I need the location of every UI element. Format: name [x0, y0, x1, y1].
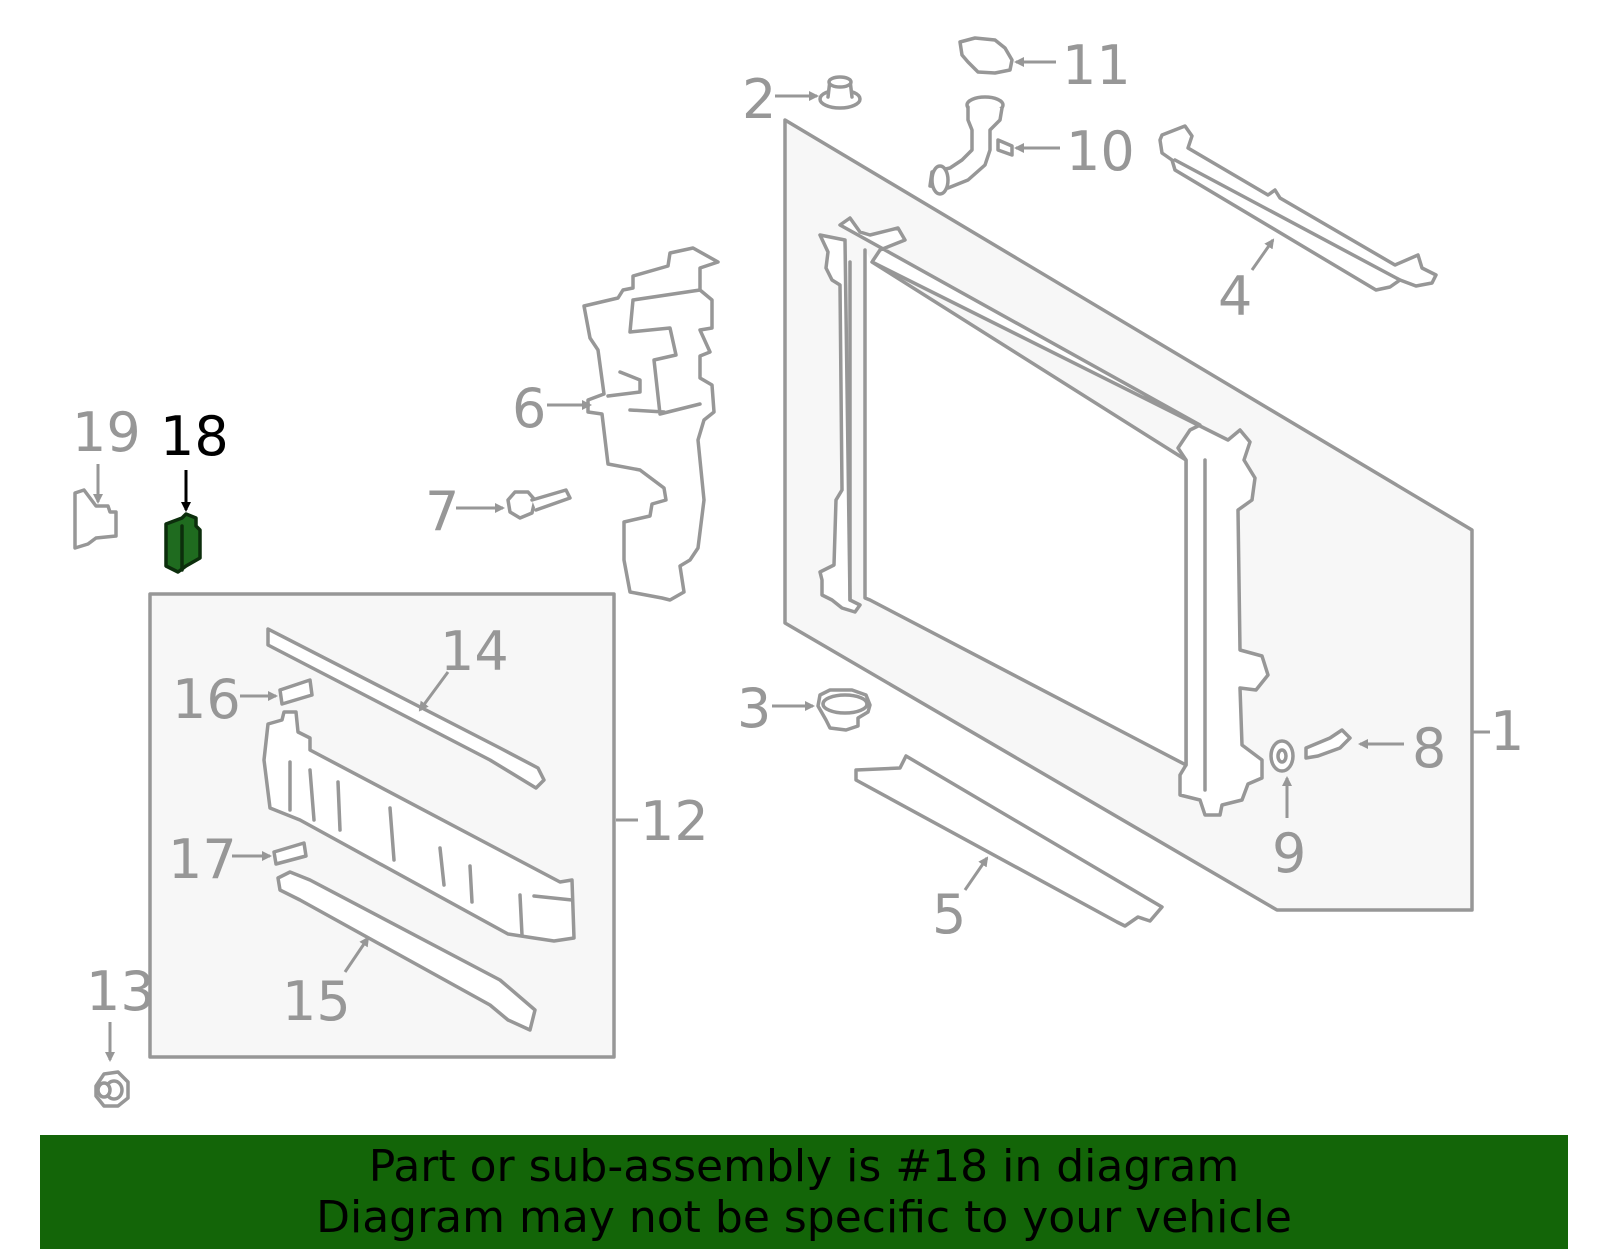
part-14-seal — [266, 627, 546, 790]
callout-16: 16 — [172, 668, 241, 731]
part-2-clip — [818, 75, 862, 110]
part-7-bolt — [506, 488, 572, 520]
lower-bracket — [262, 710, 576, 943]
callout-4: 4 — [1218, 265, 1252, 328]
part-8-drain-cock — [1304, 728, 1352, 760]
callout-9: 9 — [1272, 822, 1306, 885]
callout-6: 6 — [512, 377, 546, 440]
callout-7: 7 — [425, 480, 459, 543]
callout-2: 2 — [742, 68, 776, 131]
part-19-clip-bracket — [73, 488, 118, 550]
callout-1: 1 — [1490, 700, 1524, 763]
part-5-lower-support — [854, 754, 1164, 928]
leader-lines — [93, 57, 1490, 1062]
callout-11: 11 — [1062, 34, 1131, 97]
part-11-radiator-cap — [958, 36, 1014, 75]
part-6-side-deflector — [582, 246, 720, 602]
banner-line-1: Part or sub-assembly is #18 in diagram — [368, 1141, 1240, 1192]
part-16-pad — [278, 678, 314, 706]
part-15-seal — [276, 870, 537, 1032]
radiator-core — [818, 216, 1270, 817]
part-17-pad — [272, 841, 308, 866]
part-4-upper-support — [1158, 124, 1438, 292]
callout-labels: 1 2 3 4 5 6 7 8 9 10 11 12 13 14 15 16 1… — [72, 34, 1524, 1033]
info-banner: Part or sub-assembly is #18 in diagram D… — [40, 1135, 1568, 1249]
callout-5: 5 — [932, 883, 966, 946]
part-13-nut — [94, 1070, 130, 1108]
banner-line-2: Diagram may not be specific to your vehi… — [316, 1192, 1292, 1243]
callout-13: 13 — [86, 960, 155, 1023]
part-9-o-ring — [1269, 739, 1295, 773]
part-10-filler-neck — [928, 95, 1014, 196]
callout-14: 14 — [440, 620, 509, 683]
callout-17: 17 — [168, 828, 237, 891]
part-3-cap — [816, 688, 872, 732]
callout-18: 18 — [160, 405, 229, 468]
callout-8: 8 — [1412, 717, 1446, 780]
callout-12: 12 — [640, 790, 709, 853]
callout-10: 10 — [1066, 120, 1135, 183]
callout-15: 15 — [282, 970, 351, 1033]
callout-19: 19 — [72, 401, 141, 464]
callout-3: 3 — [737, 677, 771, 740]
